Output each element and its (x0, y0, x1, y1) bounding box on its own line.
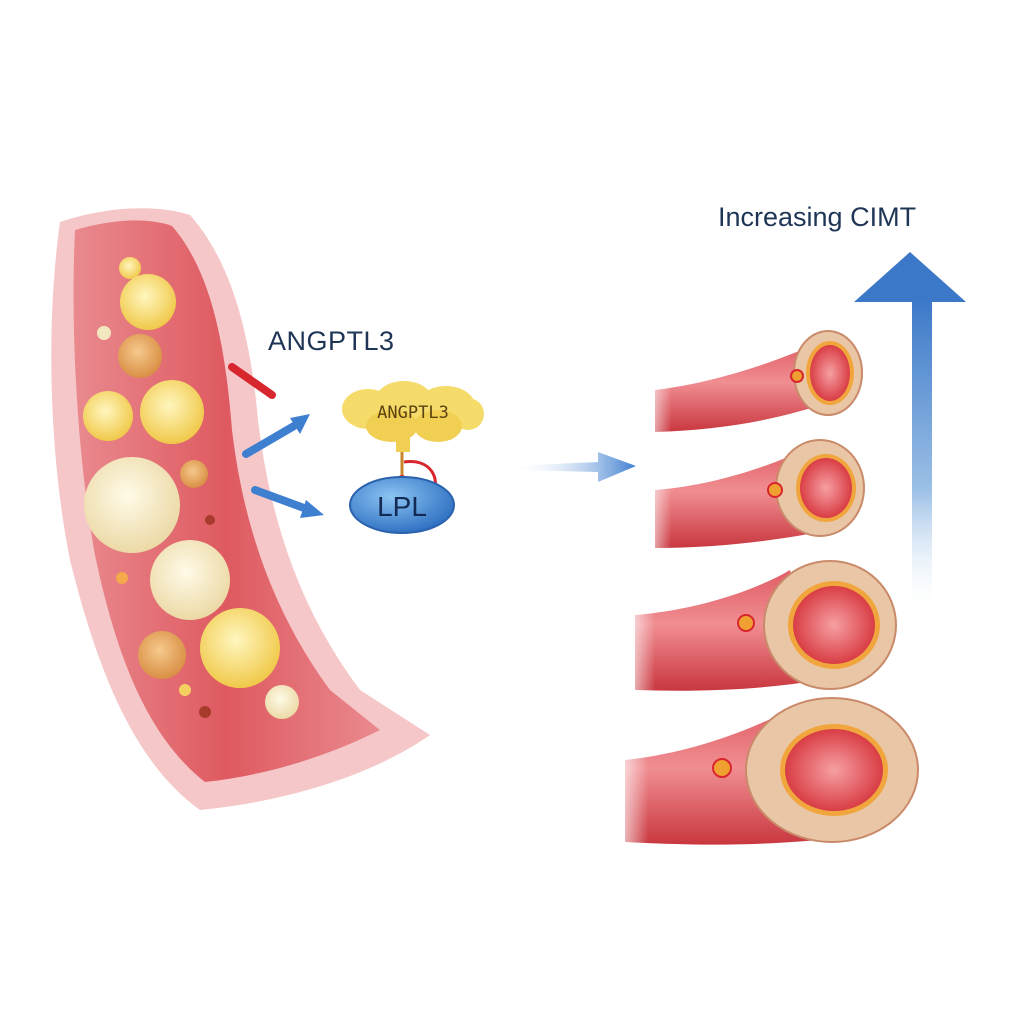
vessel-section (620, 560, 897, 700)
lipid-particle (180, 460, 208, 488)
lipid-particle (205, 515, 215, 525)
lipid-particle (199, 706, 211, 718)
progression-arrow (510, 452, 636, 482)
vessel-section (610, 690, 919, 855)
lipid-particle (150, 540, 230, 620)
vessel-section (640, 330, 863, 440)
lipid-particle (200, 608, 280, 688)
activation-arrow (251, 486, 324, 518)
lipid-particles (83, 257, 299, 719)
increasing-cimt-label: Increasing CIMT (718, 202, 917, 232)
lipid-particle (179, 684, 191, 696)
vessel-cross-sections (610, 330, 919, 855)
lipid-particle (84, 457, 180, 553)
lipid-particle (83, 391, 133, 441)
lipid-particle (138, 631, 186, 679)
angptl3-label: ANGPTL3 (268, 326, 395, 356)
cimt-arrow (854, 252, 966, 618)
lipid-particle (140, 380, 204, 444)
inhibition-mark (228, 363, 276, 399)
lipid-particle (119, 257, 141, 279)
lipid-particle (120, 274, 176, 330)
blood-vessel (51, 208, 431, 811)
lipid-particle (97, 326, 111, 340)
angptl3-protein-label: ANGPTL3 (377, 403, 449, 423)
lpl-label: LPL (377, 491, 427, 522)
lpl-enzyme: LPL (349, 476, 455, 534)
lipid-particle (118, 334, 162, 378)
vessel-section (640, 439, 865, 560)
angptl3-protein: ANGPTL3 (342, 381, 484, 452)
lipid-particle (116, 572, 128, 584)
activation-arrow (242, 414, 310, 458)
lipid-particle (265, 685, 299, 719)
pathway-arrows (228, 363, 324, 518)
